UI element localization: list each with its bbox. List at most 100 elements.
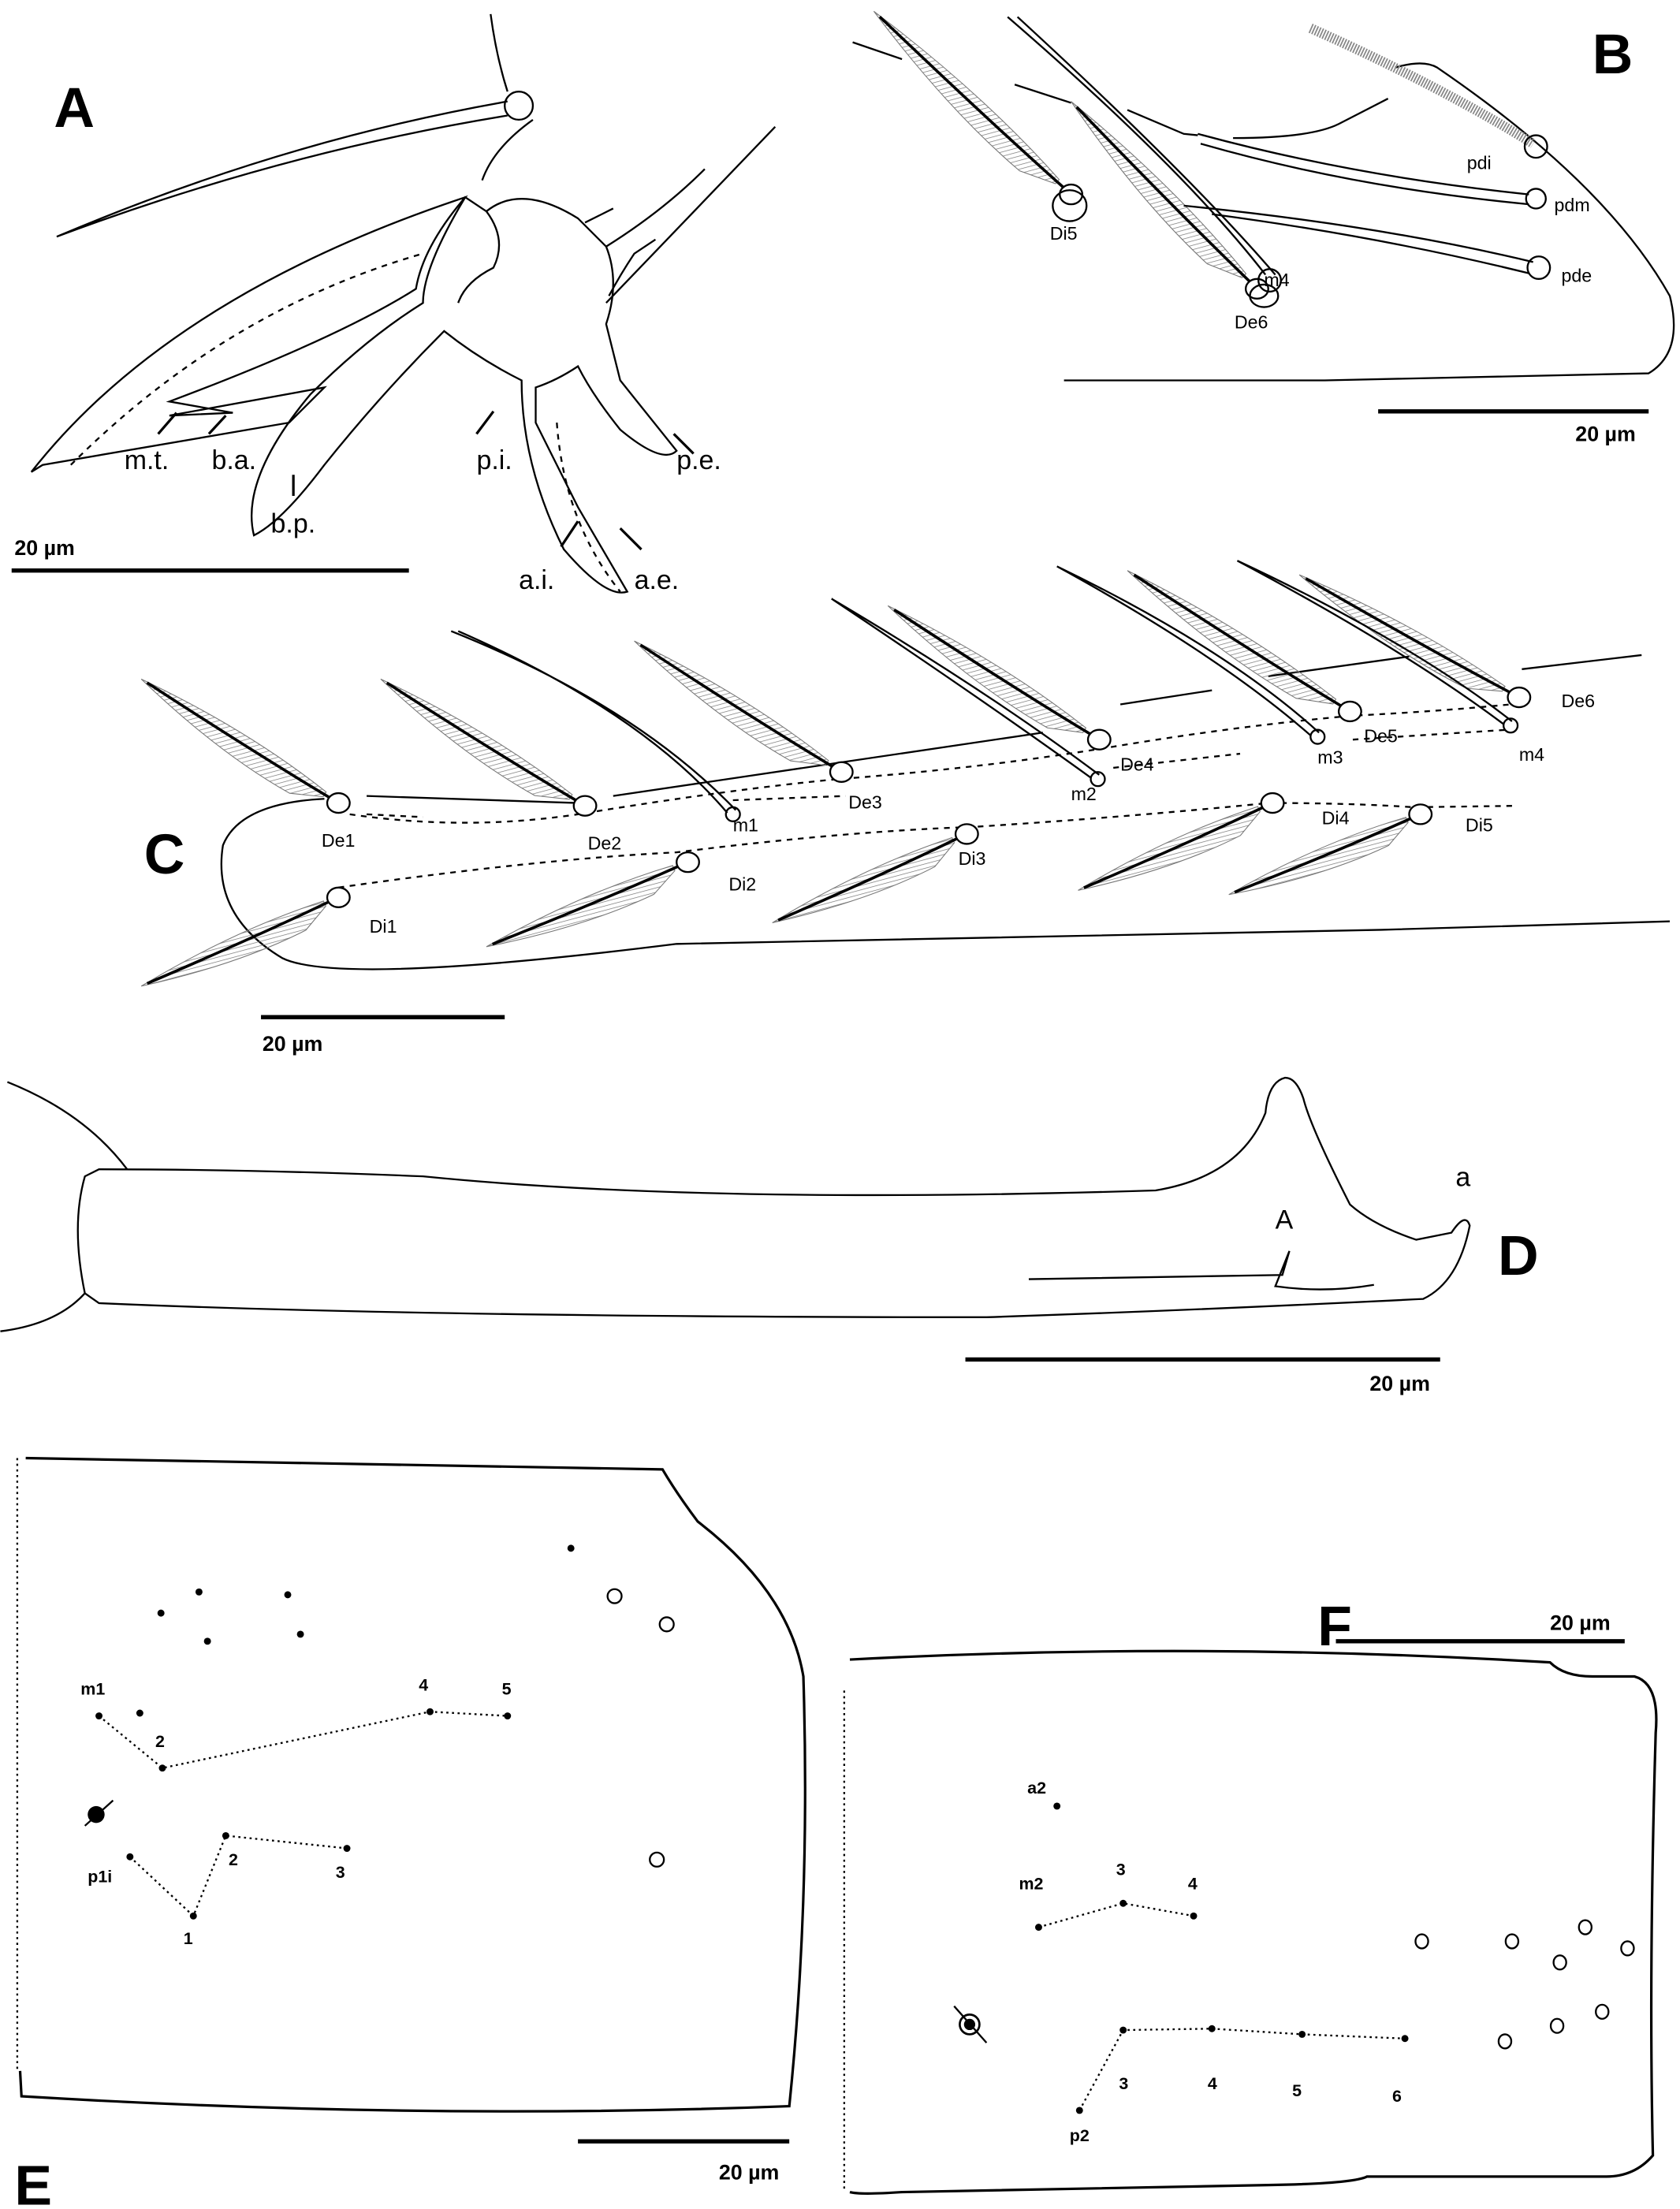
tergite-outline-f	[849, 1649, 1658, 2195]
seta-de6	[1298, 574, 1532, 709]
seta-rachis	[491, 863, 683, 946]
empodium-line	[556, 423, 621, 593]
seta-de6	[1071, 101, 1269, 300]
label-ae: a.e.	[635, 565, 680, 595]
panel-letter-b: B	[1592, 23, 1633, 86]
seta-de1	[140, 678, 351, 814]
seta-rachis	[1234, 815, 1416, 894]
label-de4: De4	[1120, 754, 1154, 774]
label-f-p4: 4	[1208, 2074, 1217, 2093]
seta-pdi	[1308, 24, 1536, 148]
label-m2: m2	[1071, 784, 1097, 804]
label-e-p1i: p1i	[88, 1867, 112, 1886]
arrows-a	[157, 410, 695, 551]
seta-rachis	[146, 899, 333, 985]
label-pdi: pdi	[1467, 152, 1492, 173]
socket-di5	[1052, 189, 1088, 222]
seta-di5	[873, 10, 1084, 206]
tarsus-outline-b	[852, 41, 1675, 382]
seta-rachis	[146, 681, 333, 801]
setae-rows-dashes	[338, 703, 1515, 888]
tibiotarsus-outline	[76, 1076, 1471, 1318]
pseudopores-e	[606, 1588, 675, 1868]
label-di3: Di3	[959, 848, 986, 869]
label-f-a2: a2	[1027, 1779, 1046, 1797]
scale-bar-label-e: 20 µm	[719, 2160, 780, 2184]
seta-di1	[140, 886, 351, 987]
socket-m2	[1090, 771, 1106, 788]
chaetotaxy-lines-e	[98, 1711, 508, 1918]
label-pde: pde	[1561, 265, 1592, 285]
label-di5: Di5	[1050, 223, 1078, 244]
socket-de6	[1249, 283, 1280, 308]
empodium-detail	[457, 126, 777, 304]
seta-socket	[676, 851, 700, 874]
seta-de3	[634, 640, 854, 783]
seta-rachis	[777, 835, 962, 922]
label-de1: De1	[322, 830, 356, 851]
seta-socket	[326, 886, 351, 908]
socket-pde	[1526, 255, 1551, 280]
label-bp: b.p.	[271, 508, 316, 538]
label-pdm: pdm	[1555, 195, 1590, 215]
label-f-p3: 3	[1119, 2074, 1128, 2093]
socket-m3	[1309, 728, 1326, 745]
seta-di5	[1228, 803, 1433, 896]
label-mt: m.t.	[125, 445, 169, 475]
seta-di4	[1078, 792, 1285, 891]
seta-m3	[1056, 565, 1320, 736]
label-f-m4: 4	[1188, 1874, 1198, 1893]
scale-bar-label-c: 20 µm	[263, 1032, 323, 1056]
socket-m4	[1257, 268, 1282, 293]
leg-outline	[481, 13, 534, 181]
panel-d: D A a 20 µm	[0, 1076, 1539, 1395]
seta-di3	[772, 823, 979, 924]
panel-a: A m.t. b.a. b.p. p.i. p.e. a.i. a.e. 20 …	[11, 13, 777, 595]
pseudopores-f	[1414, 1919, 1635, 2050]
label-m1: m1	[733, 814, 758, 835]
seta-rachis	[878, 15, 1067, 190]
seta-socket	[572, 795, 598, 817]
socket-pdi	[1523, 134, 1548, 159]
panel-b: B Di5 m4 De6 pdi pdm pde 20 µm	[852, 10, 1675, 445]
empodium-body	[251, 196, 678, 594]
panel-letter-c: C	[144, 823, 185, 886]
seta-a	[56, 100, 508, 238]
panel-f: F 20 µm a2 m2 3 4 p2 3 4 5 6	[843, 1595, 1658, 2195]
label-di1: Di1	[370, 916, 397, 937]
socket-m4	[1503, 717, 1519, 734]
setae-f	[1034, 1802, 1409, 2114]
panel-letter-e: E	[14, 2155, 52, 2209]
trichobothrium-f	[953, 2005, 988, 2043]
seta-m2	[831, 598, 1101, 779]
seta-socket	[1337, 700, 1362, 723]
socket-pdm	[1525, 188, 1547, 210]
seta-de4	[887, 605, 1112, 751]
panel-e: E m1 2 4 5 p1i 2 3 1 20 µm	[14, 1456, 806, 2209]
label-pe: p.e.	[676, 445, 721, 475]
panel-c: C De1 De2 m1 De3 m2 De4 m3 De5 m4 De6	[140, 560, 1671, 1056]
panel-letter-d: D	[1498, 1224, 1539, 1287]
seta-socket	[326, 792, 351, 814]
seta-socket	[504, 90, 535, 121]
label-de5: De5	[1364, 726, 1398, 747]
label-m4: m4	[1519, 744, 1544, 765]
seta-socket	[1086, 728, 1112, 751]
label-e-p1: 1	[184, 1929, 193, 1948]
label-e-m2: 2	[155, 1732, 165, 1751]
scale-bar-label-d: 20 µm	[1369, 1372, 1430, 1395]
seta-rachis	[639, 643, 836, 769]
label-m3: m3	[1317, 747, 1343, 768]
label-f-p2: p2	[1070, 2126, 1090, 2145]
chaetotaxy-lines-f	[1038, 1902, 1406, 2111]
seta-rachis	[1133, 573, 1344, 709]
label-m4: m4	[1264, 270, 1289, 290]
socket-m1	[725, 806, 741, 822]
seta-rachis	[1075, 106, 1253, 285]
panel-letter-f: F	[1317, 1595, 1352, 1658]
seta-socket	[1260, 792, 1285, 814]
seta-rachis	[893, 609, 1094, 737]
seta-di2	[486, 851, 700, 948]
panel-letter-a: A	[54, 76, 95, 140]
seta-pdm	[1198, 132, 1529, 206]
